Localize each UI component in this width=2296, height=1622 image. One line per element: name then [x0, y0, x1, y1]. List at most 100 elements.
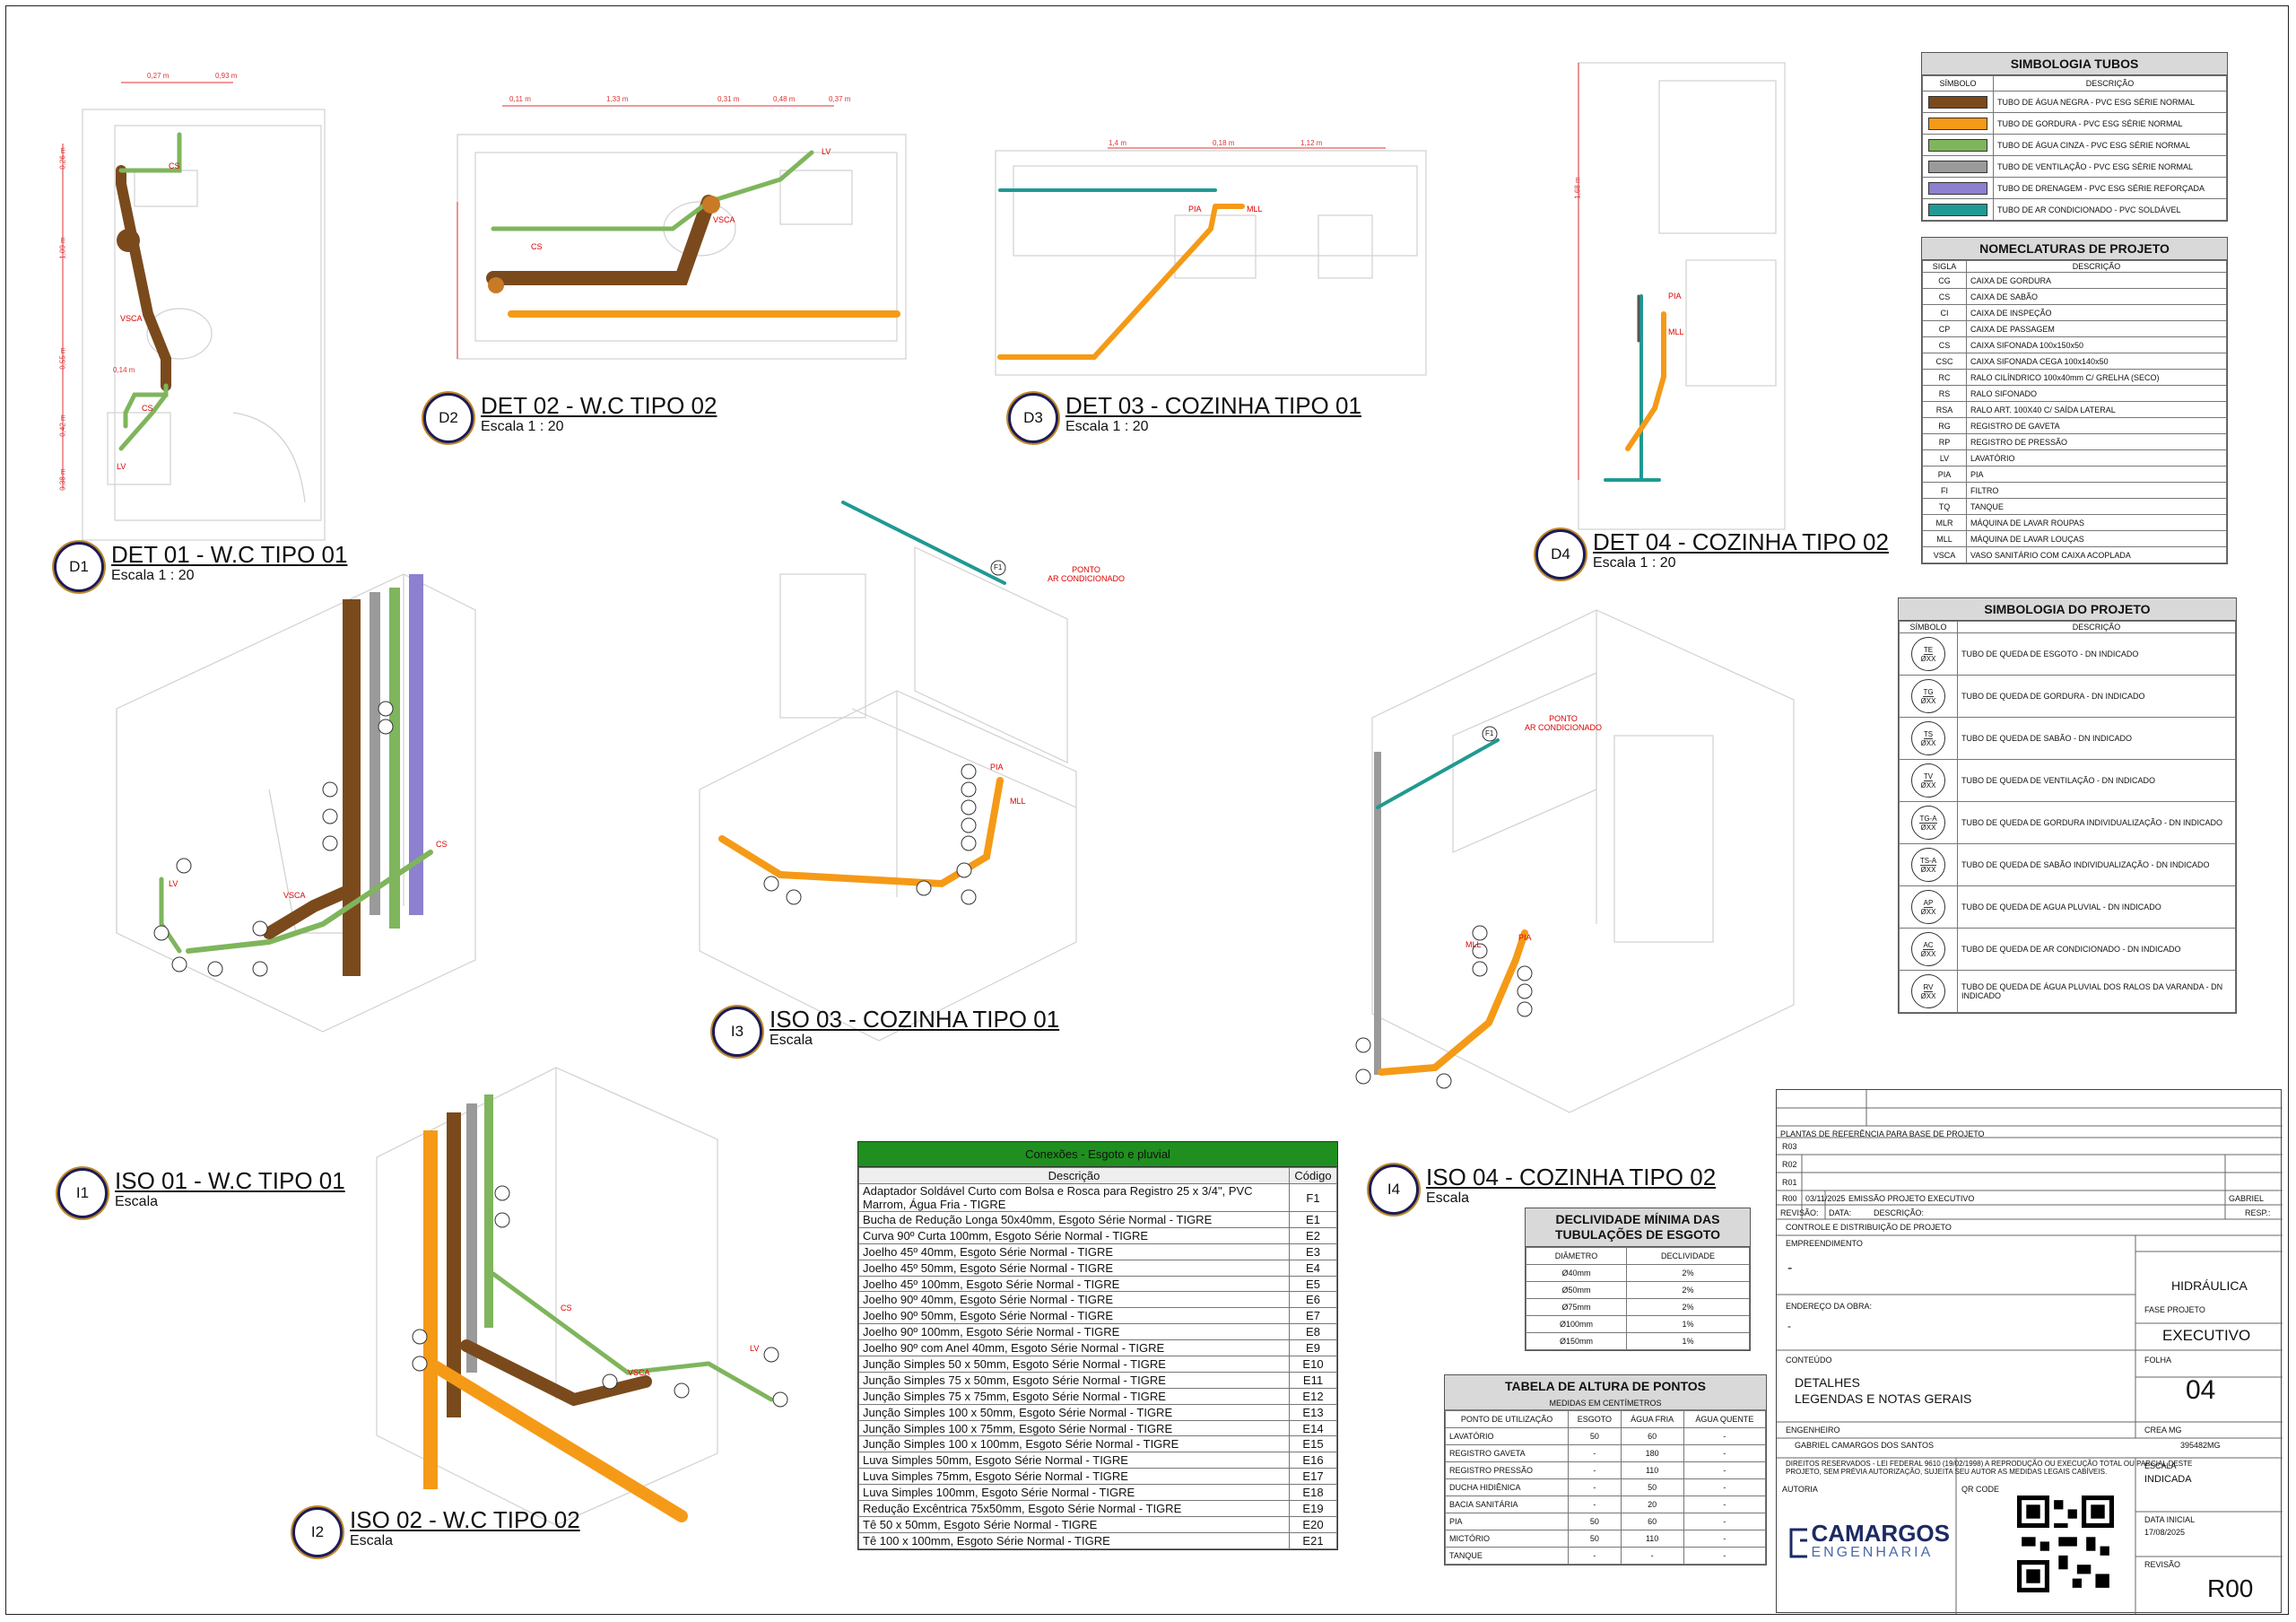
project-symbol-desc: TUBO DE QUEDA DE AR CONDICIONADO - DN IN… — [1957, 928, 2236, 971]
sheet-label: FOLHA — [2144, 1356, 2172, 1365]
connection-code: E20 — [1289, 1515, 1337, 1533]
dim-text: 0,37 m — [829, 95, 851, 103]
connection-desc: Junção Simples 75 x 50mm, Esgoto Série N… — [858, 1371, 1290, 1389]
col-header: DESCRIÇÃO — [1966, 260, 2227, 273]
height-cell: 50 — [1568, 1427, 1622, 1445]
lv-label-i2: LV — [750, 1344, 760, 1353]
height-cell: REGISTRO GAVETA — [1444, 1444, 1570, 1462]
vsca-label-i2: VSCA — [628, 1368, 650, 1377]
dim-text: 0,11 m — [509, 95, 531, 103]
view-scale: Escala 1 : 20 — [1065, 419, 1149, 434]
col-header: DIÂMETRO — [1525, 1247, 1628, 1265]
height-cell: - — [1620, 1547, 1684, 1565]
dim-text: 0,18 m — [1213, 139, 1235, 147]
discipline-value: HIDRÁULICA — [2171, 1278, 2248, 1293]
connection-desc: Joelho 90º 40mm, Esgoto Série Normal - T… — [858, 1291, 1290, 1309]
view-scale: Escala 1 : 20 — [481, 419, 564, 434]
view-scale: Escala 1 : 20 — [1593, 555, 1676, 571]
col-header: ESGOTO — [1568, 1410, 1622, 1428]
rev-header: REVISÃO: — [1780, 1208, 1819, 1217]
view-badge: D3 — [1008, 393, 1058, 443]
rev-header: DESCRIÇÃO: — [1874, 1208, 1925, 1217]
dim-text: 1,4 m — [1109, 139, 1127, 147]
crea-value: 395482MG — [2180, 1441, 2221, 1450]
mll-label-d4: MLL — [1668, 327, 1684, 336]
rev-code: R00 — [1782, 1194, 1797, 1203]
nomenclature-code: VSCA — [1922, 546, 1967, 563]
symbol-code: TG — [1923, 687, 1934, 697]
nomenclature-code: RSA — [1922, 401, 1967, 418]
height-cell: - — [1568, 1478, 1622, 1496]
connection-row: Curva 90º Curta 100mm, Esgoto Série Norm… — [858, 1226, 1337, 1244]
nomenclature-desc: CAIXA SIFONADA 100x150x50 — [1966, 336, 2227, 353]
connection-row: Luva Simples 100mm, Esgoto Série Normal … — [858, 1484, 1337, 1502]
date-value: 17/08/2025 — [2144, 1528, 2186, 1537]
rev-header: DATA: — [1829, 1208, 1852, 1217]
scale-value: INDICADA — [2144, 1474, 2192, 1485]
nomenclature-code: PIA — [1922, 466, 1967, 483]
logo-main-text: CAMARGOS — [1811, 1520, 1950, 1547]
col-header: PONTO DE UTILIZAÇÃO — [1444, 1410, 1570, 1428]
connection-code: E4 — [1289, 1259, 1337, 1277]
symbol-diameter: ØXX — [1920, 780, 1936, 789]
author-label: AUTORIA — [1782, 1485, 1818, 1494]
height-row: DUCHA HIDIÊNICA-50- — [1444, 1478, 1767, 1496]
connection-desc: Tê 100 x 100mm, Esgoto Série Normal - TI… — [858, 1531, 1290, 1549]
connection-desc: Junção Simples 100 x 75mm, Esgoto Série … — [858, 1419, 1290, 1437]
connection-desc: Joelho 90º 50mm, Esgoto Série Normal - T… — [858, 1307, 1290, 1325]
connection-desc: Joelho 45º 100mm, Esgoto Série Normal - … — [858, 1275, 1290, 1293]
view-badge: I1 — [57, 1168, 108, 1218]
nomenclature-desc: CAIXA SIFONADA CEGA 100x140x50 — [1966, 353, 2227, 370]
connection-row: Joelho 45º 50mm, Esgoto Série Normal - T… — [858, 1259, 1337, 1277]
connection-desc: Luva Simples 100mm, Esgoto Série Normal … — [858, 1484, 1290, 1502]
connection-code: E8 — [1289, 1323, 1337, 1341]
symbol-code: TS — [1923, 729, 1934, 739]
tube-color-swatch — [1928, 117, 1987, 130]
symbol-diameter: ØXX — [1920, 865, 1936, 874]
height-cell: - — [1568, 1444, 1622, 1462]
nomenclature-desc: FILTRO — [1966, 482, 2227, 499]
tube-desc: TUBO DE AR CONDICIONADO - PVC SOLDÁVEL — [1993, 198, 2227, 221]
nomenclature-code: LV — [1922, 449, 1967, 467]
height-cell: - — [1683, 1427, 1767, 1445]
connection-row: Junção Simples 50 x 50mm, Esgoto Série N… — [858, 1356, 1337, 1373]
connection-desc: Adaptador Soldável Curto com Bolsa e Ros… — [858, 1183, 1290, 1212]
nomenclature-desc: CAIXA DE SABÃO — [1966, 288, 2227, 305]
symbol-diameter: ØXX — [1920, 696, 1936, 705]
view-badge: I3 — [712, 1007, 762, 1057]
col-header: SÍMBOLO — [1899, 621, 1958, 633]
tube-color-swatch — [1928, 138, 1987, 152]
connection-desc: Junção Simples 100 x 100mm, Esgoto Série… — [858, 1435, 1290, 1453]
phase-label: FASE PROJETO — [2144, 1305, 2205, 1314]
control-label: CONTROLE E DISTRIBUIÇÃO DE PROJETO — [1786, 1223, 1952, 1232]
view-badge: D2 — [423, 393, 474, 443]
lv-label-d1: LV — [117, 462, 126, 471]
symbol-code: TE — [1923, 645, 1934, 655]
connection-row: Junção Simples 100 x 75mm, Esgoto Série … — [858, 1419, 1337, 1437]
nomenclature-desc: REGISTRO DE GAVETA — [1966, 417, 2227, 434]
nomenclature-code: FI — [1922, 482, 1967, 499]
view-scale: Escala — [350, 1533, 394, 1548]
